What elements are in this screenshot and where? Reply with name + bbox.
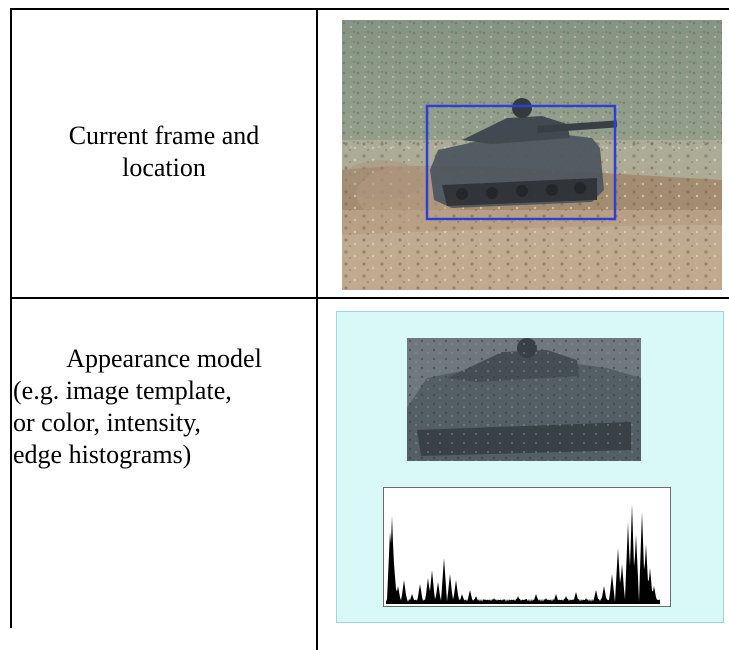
label-line: or color, intensity, xyxy=(13,408,201,437)
row-label-current-frame: Current frame and location xyxy=(12,120,316,184)
row-appearance-model: Appearance model (e.g. image template, o… xyxy=(12,299,729,639)
label-line: location xyxy=(122,153,206,182)
comparison-table: Current frame and location xyxy=(10,8,729,650)
appearance-panel xyxy=(336,311,724,623)
label-line: edge histograms) xyxy=(13,440,192,469)
label-line: Current frame and xyxy=(68,121,260,150)
label-line: (e.g. image template, xyxy=(13,376,232,405)
label-line: Appearance model xyxy=(66,344,262,373)
histogram-chart xyxy=(383,487,671,607)
tank-frame-image xyxy=(342,20,722,290)
tank-template-image xyxy=(407,338,641,461)
column-divider xyxy=(316,10,318,650)
row-label-appearance-model: Appearance model (e.g. image template, o… xyxy=(12,343,316,471)
histogram-silhouette xyxy=(386,504,660,604)
row-current-frame: Current frame and location xyxy=(12,10,729,299)
